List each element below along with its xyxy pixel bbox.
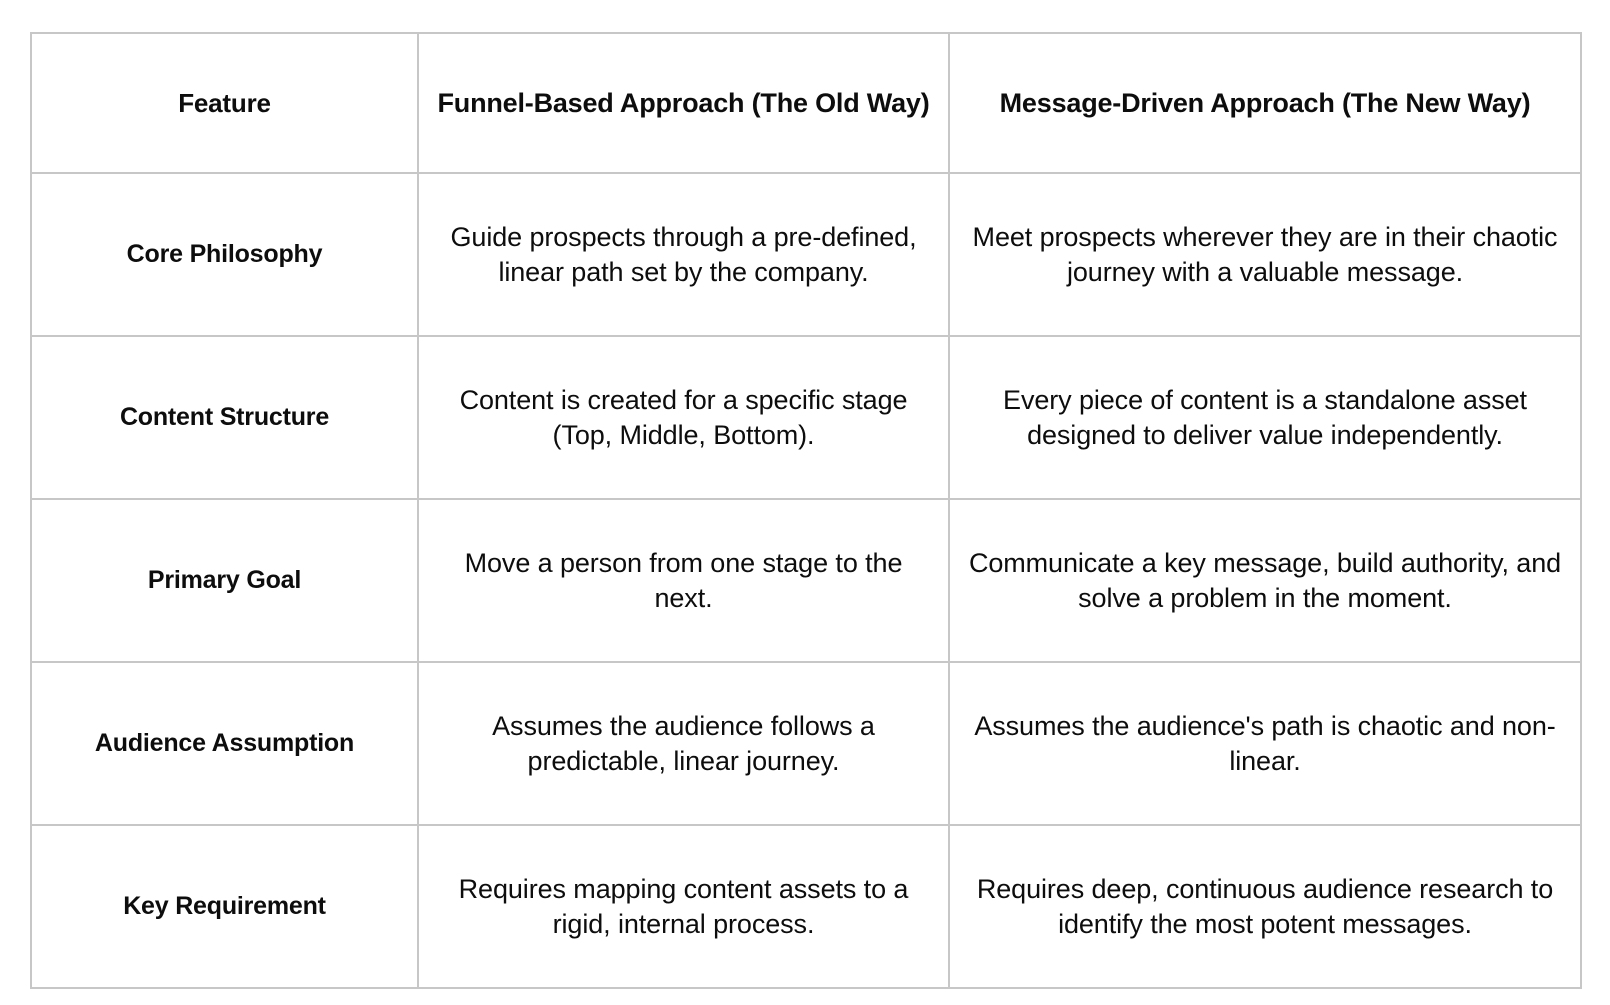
cell-new-way-key-requirement: Requires deep, continuous audience resea… — [948, 824, 1582, 989]
column-header-old-way: Funnel-Based Approach (The Old Way) — [417, 32, 950, 174]
cell-old-way-key-requirement: Requires mapping content assets to a rig… — [417, 824, 950, 989]
cell-old-way-primary-goal: Move a person from one stage to the next… — [417, 498, 950, 663]
row-label-primary-goal: Primary Goal — [30, 498, 419, 663]
row-label-key-requirement: Key Requirement — [30, 824, 419, 989]
cell-new-way-content-structure: Every piece of content is a standalone a… — [948, 335, 1582, 500]
comparison-table-container: Feature Funnel-Based Approach (The Old W… — [30, 32, 1582, 989]
table-header-row: Feature Funnel-Based Approach (The Old W… — [30, 32, 1582, 174]
table-row: Audience Assumption Assumes the audience… — [30, 661, 1582, 826]
table-row: Key Requirement Requires mapping content… — [30, 824, 1582, 989]
table-header: Feature Funnel-Based Approach (The Old W… — [30, 32, 1582, 174]
table-row: Content Structure Content is created for… — [30, 335, 1582, 500]
cell-old-way-audience-assumption: Assumes the audience follows a predictab… — [417, 661, 950, 826]
cell-new-way-primary-goal: Communicate a key message, build authori… — [948, 498, 1582, 663]
comparison-table: Feature Funnel-Based Approach (The Old W… — [30, 32, 1582, 989]
table-row: Core Philosophy Guide prospects through … — [30, 172, 1582, 337]
column-header-feature: Feature — [30, 32, 419, 174]
row-label-core-philosophy: Core Philosophy — [30, 172, 419, 337]
column-header-new-way: Message-Driven Approach (The New Way) — [948, 32, 1582, 174]
cell-old-way-core-philosophy: Guide prospects through a pre-defined, l… — [417, 172, 950, 337]
table-body: Core Philosophy Guide prospects through … — [30, 172, 1582, 989]
cell-new-way-core-philosophy: Meet prospects wherever they are in thei… — [948, 172, 1582, 337]
table-row: Primary Goal Move a person from one stag… — [30, 498, 1582, 663]
row-label-audience-assumption: Audience Assumption — [30, 661, 419, 826]
cell-new-way-audience-assumption: Assumes the audience's path is chaotic a… — [948, 661, 1582, 826]
cell-old-way-content-structure: Content is created for a specific stage … — [417, 335, 950, 500]
row-label-content-structure: Content Structure — [30, 335, 419, 500]
